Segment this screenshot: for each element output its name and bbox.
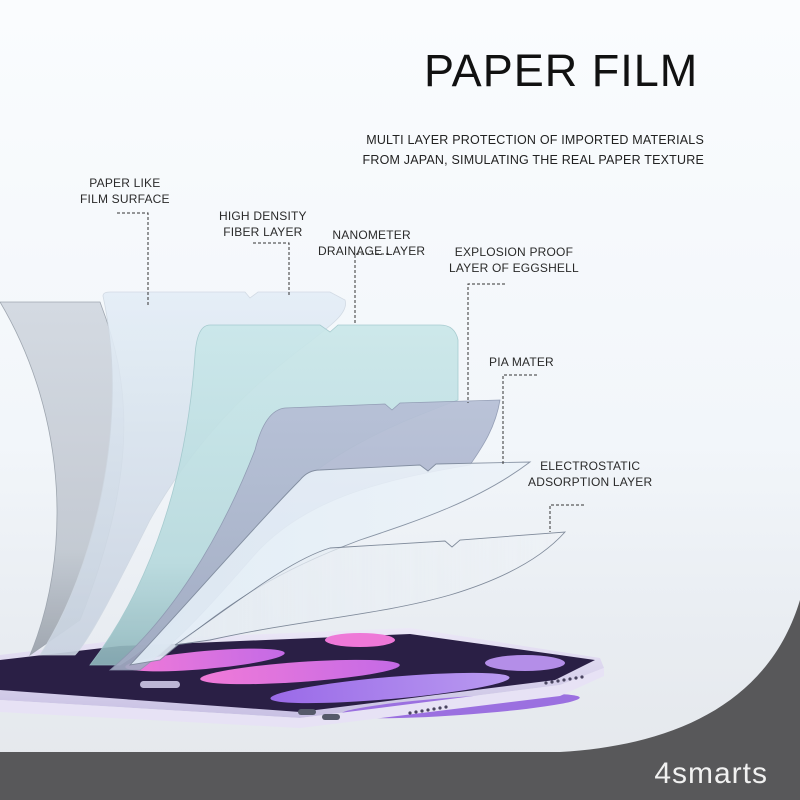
label-line: FIBER LAYER [223, 225, 303, 239]
label-explosion-proof-layer: EXPLOSION PROOF LAYER OF EGGSHELL [449, 244, 579, 276]
subtitle: MULTI LAYER PROTECTION OF IMPORTED MATER… [363, 130, 704, 170]
subtitle-line-2: FROM JAPAN, SIMULATING THE REAL PAPER TE… [362, 153, 704, 167]
callout-lines [117, 212, 584, 532]
label-line: ELECTROSTATIC [540, 459, 641, 473]
label-high-density-fiber-layer: HIGH DENSITY FIBER LAYER [219, 208, 307, 240]
label-line: HIGH DENSITY [219, 209, 307, 223]
brand-logo: 4smarts [654, 757, 768, 790]
footer-band [0, 600, 800, 800]
subtitle-line-1: MULTI LAYER PROTECTION OF IMPORTED MATER… [366, 133, 704, 147]
label-line: EXPLOSION PROOF [454, 245, 574, 259]
label-line: LAYER OF EGGSHELL [449, 261, 579, 275]
label-line: ADSORPTION LAYER [528, 475, 653, 489]
label-pia-mater: PIA MATER [489, 354, 554, 370]
label-line: PAPER LIKE [89, 176, 161, 190]
layer-electrostatic-adsorption [174, 531, 567, 646]
label-line: NANOMETER [332, 228, 411, 242]
tablet-illustration [0, 628, 604, 728]
label-nanometer-drainage-layer: NANOMETER DRAINAGE LAYER [318, 227, 425, 259]
layer-high-density-fiber [39, 291, 346, 656]
label-line: FILM SURFACE [80, 192, 170, 206]
label-line: PIA MATER [489, 355, 554, 369]
page-title: PAPER FILM [424, 45, 699, 96]
label-electrostatic-adsorption-layer: ELECTROSTATIC ADSORPTION LAYER [528, 458, 652, 490]
label-line: DRAINAGE LAYER [318, 244, 426, 258]
label-paper-like-film-surface: PAPER LIKE FILM SURFACE [80, 175, 170, 207]
